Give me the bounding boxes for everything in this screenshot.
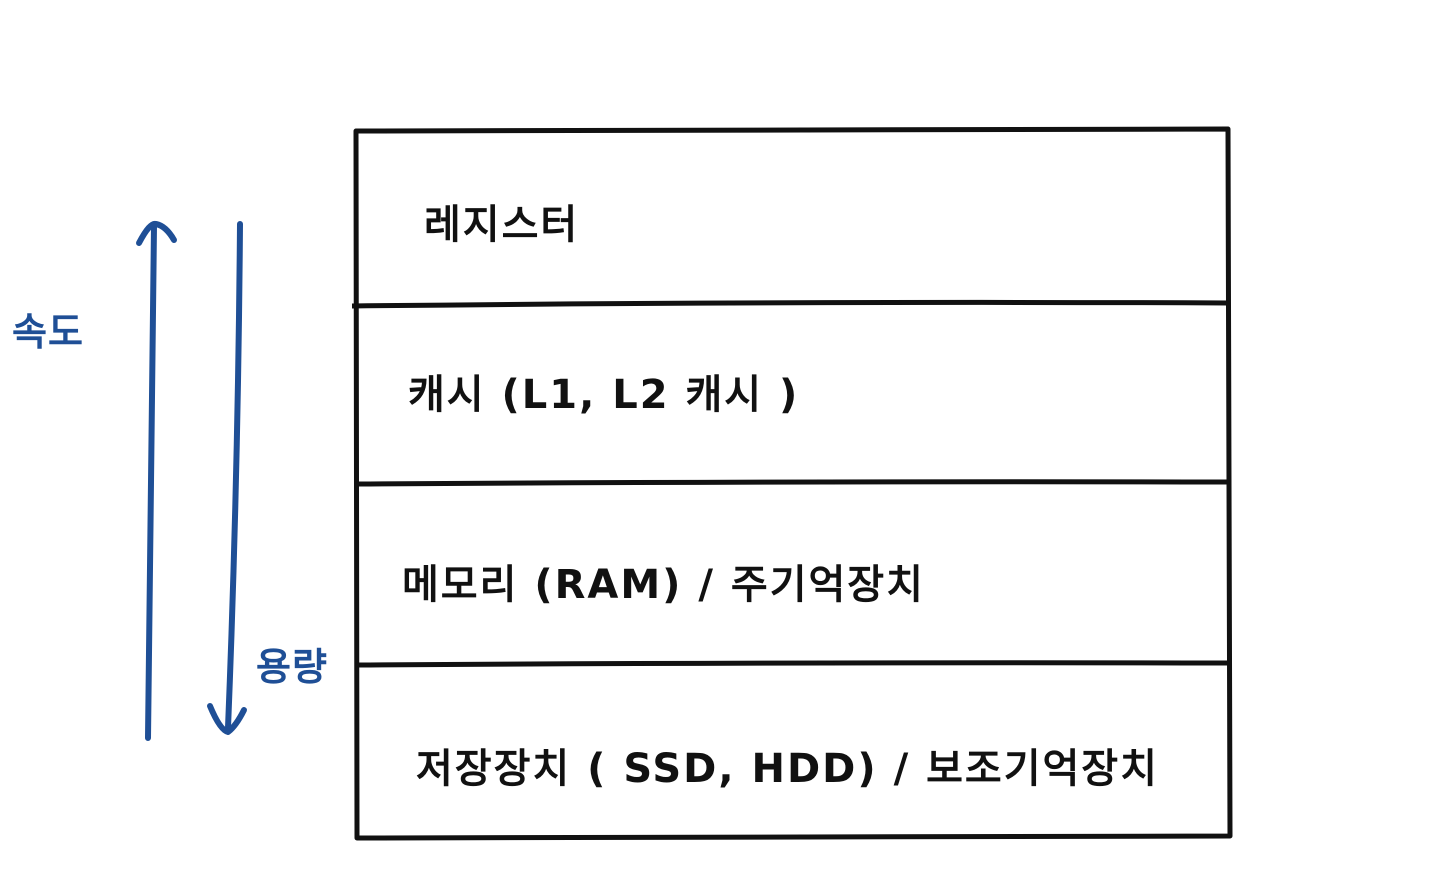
layer-label-cache: 캐시 (L1, L2 캐시 )	[408, 372, 799, 418]
capacity-arrow-shaft	[225, 221, 243, 731]
layer-label-register: 레지스터	[424, 202, 579, 248]
divider-memory-storage	[356, 660, 1229, 668]
speed-arrow-head	[136, 220, 177, 246]
speed-arrow	[136, 220, 177, 741]
capacity-arrow	[207, 221, 247, 735]
divider-register-cache	[351, 299, 1229, 309]
capacity-arrow-head	[207, 703, 247, 735]
hierarchy-box	[353, 126, 1233, 841]
capacity-label: 용량	[256, 645, 328, 689]
divider-cache-memory	[356, 479, 1229, 487]
layer-label-memory: 메모리 (RAM) / 주기억장치	[402, 562, 925, 608]
speed-arrow-shaft	[145, 223, 157, 741]
speed-label: 속도	[12, 310, 84, 354]
layer-label-storage: 저장장치 ( SSD, HDD) / 보조기억장치	[416, 746, 1159, 792]
